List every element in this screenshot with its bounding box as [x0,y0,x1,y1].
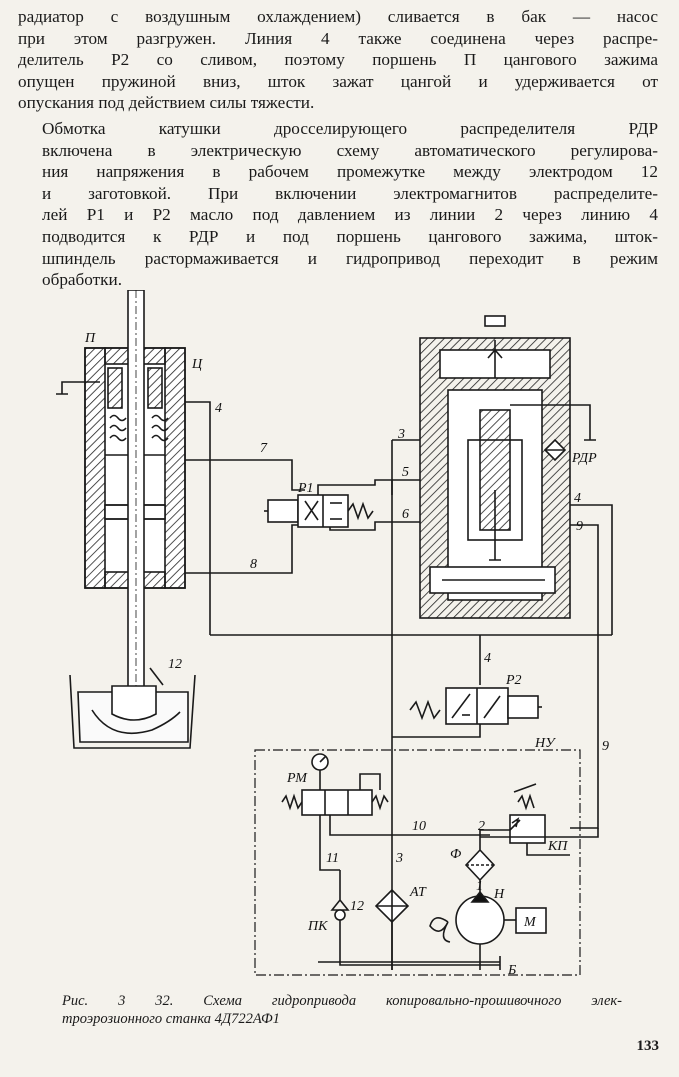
line-9 [570,524,599,829]
figure-caption: Рис. 3 32. Схема гидропривода копироваль… [62,992,622,1028]
label-line-2: 2 [478,819,485,834]
label-rm: РМ [286,771,308,786]
page-number: 133 [636,1038,660,1054]
label-nu: НУ [534,736,556,751]
label-line-11: 11 [326,851,339,866]
text-line: включена в электрическую схему автоматич… [42,140,658,160]
text-line: обработки. [42,270,123,290]
label-line-4-p2: 4 [484,651,491,666]
label-tank-b: Б [507,963,516,978]
tank-b [318,956,501,970]
valve-pm-symbol [281,753,389,816]
line-4-right [570,504,613,635]
label-line-3: 3 [397,427,405,442]
label-filter-f: Ф [450,847,461,862]
text-line: опущен пружиной вниз, шток зажат цангой … [18,71,658,91]
text-line: шпиндель растормаживается и гидропривод … [42,248,658,268]
label-line-6: 6 [402,507,409,522]
caption-line: троэрозионного станка 4Д722АФ1 [62,1011,280,1027]
check-valve-pk [330,870,500,966]
text-line: опускания под действием силы тяжести. [18,93,315,113]
text-line: и заготовкой. При включении электромагни… [42,183,658,203]
text-line: лей Р1 и Р2 масло под давлением из линии… [42,205,658,225]
label-electrode: 12 [168,657,182,672]
spindle-rod [127,290,145,699]
electrode-leader [149,667,164,686]
label-line-7: 7 [260,441,268,456]
label-line-9-right: 9 [602,739,609,754]
text-line: ния напряжения в рабочем промежутке межд… [42,162,658,182]
label-valve-p1: Р1 [297,481,314,496]
label-pump-n: Н [493,887,505,902]
label-line-1: 1 [476,879,483,894]
line-7 [185,459,305,491]
valve-p2-symbol [409,687,542,725]
workpiece-bath [69,674,196,749]
line-9-lower [480,828,599,838]
line-5-conn [317,479,393,495]
label-line-5: 5 [402,465,409,480]
text-line: при этом разгружен. Линия 4 также соедин… [18,28,658,48]
line-6-conn [329,521,392,531]
label-line-9: 9 [576,519,583,534]
label-pk: ПК [307,919,328,934]
text-line: Обмотка катушки дросселирующего распреде… [42,119,658,138]
text-line: делитель Р2 со сливом, поэтому поршень П… [18,50,658,70]
text-line: подводится к РДР и под поршень цангового… [42,226,658,246]
filter-f [464,830,496,895]
label-motor-m: М [523,915,537,930]
pump-motor [429,890,547,970]
paragraph-2: Обмотка катушки дросселирующего распреде… [18,118,658,291]
line-11 [319,815,340,871]
label-line-10: 10 [412,819,426,834]
pump-unit-box [254,749,581,976]
relief-valve-kp [480,783,570,856]
line-10 [329,815,490,836]
rdr-distributor [419,315,596,619]
label-cooler-at: АТ [409,885,427,900]
label-kp: КП [547,839,568,854]
text-line: радиатор с воздушным охлаждением) сливае… [18,7,658,26]
label-line-8: 8 [250,557,257,572]
label-valve-p2: Р2 [505,673,522,688]
paragraph-1: радиатор с воздушным охлаждением) сливае… [18,6,658,114]
label-line-3-lower: 3 [395,851,403,866]
label-line-4-rdr: 4 [574,491,581,506]
line-p2-drain [392,724,481,738]
line-8 [185,524,305,574]
label-rdr: РДР [571,451,597,466]
label-piston: П [84,331,96,346]
label-collet: Ц [191,357,203,372]
valve-p1-symbol [264,494,374,528]
label-line-4: 4 [215,401,222,416]
caption-line: Рис. 3 32. Схема гидропривода копироваль… [62,993,622,1009]
line-4-left [185,401,211,635]
hydraulic-schematic: П Ц 12 4 7 8 Р1 3 5 6 РДР 4 9 4 Р2 НУ 9 … [56,290,613,978]
label-line-12: 12 [350,899,364,914]
drain-line [56,381,100,395]
